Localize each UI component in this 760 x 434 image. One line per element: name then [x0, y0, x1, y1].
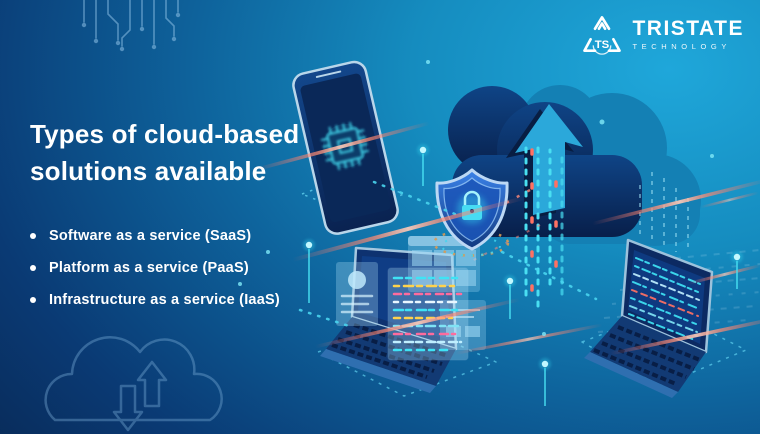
title-line-1: Types of cloud-based — [30, 119, 300, 149]
signal-pin-icon — [303, 144, 743, 406]
service-item-saas: Software as a service (SaaS) — [30, 220, 340, 252]
service-list: Software as a service (SaaS) Platform as… — [30, 220, 340, 316]
circuit-icon — [81, 0, 181, 52]
service-item-paas: Platform as a service (PaaS) — [30, 252, 340, 284]
bullet-dot — [30, 297, 36, 303]
page-title: Types of cloud-based solutions available — [30, 116, 340, 190]
light-streaks — [255, 121, 760, 356]
brand-mark-icon: TS — [583, 16, 622, 55]
laptop-apps-icon — [317, 236, 497, 397]
service-item-label: Software as a service (SaaS) — [49, 228, 252, 244]
cloud-upload-icon — [448, 85, 701, 310]
brand-monogram: TS — [595, 39, 610, 51]
network-links — [298, 180, 598, 329]
smartphone-chip-icon — [292, 60, 407, 235]
sparkle-dots — [238, 60, 714, 336]
shield-lock-icon — [432, 168, 510, 257]
brand-tagline: TECHNOLOGY — [632, 41, 731, 51]
service-item-iaas: Infrastructure as a service (IaaS) — [30, 284, 340, 316]
title-line-2: solutions available — [30, 156, 267, 186]
upload-download-cloud-icon — [44, 336, 223, 432]
bullet-dot — [30, 233, 36, 239]
bullet-dot — [30, 265, 36, 271]
laptop-code-icon — [581, 238, 747, 398]
service-item-label: Infrastructure as a service (IaaS) — [49, 292, 280, 308]
service-item-label: Platform as a service (PaaS) — [49, 260, 249, 276]
brand-name: TRISTATE — [632, 16, 744, 40]
brand-logo: TS TRISTATE TECHNOLOGY — [581, 13, 744, 55]
content-block: Types of cloud-based solutions available… — [30, 116, 340, 316]
